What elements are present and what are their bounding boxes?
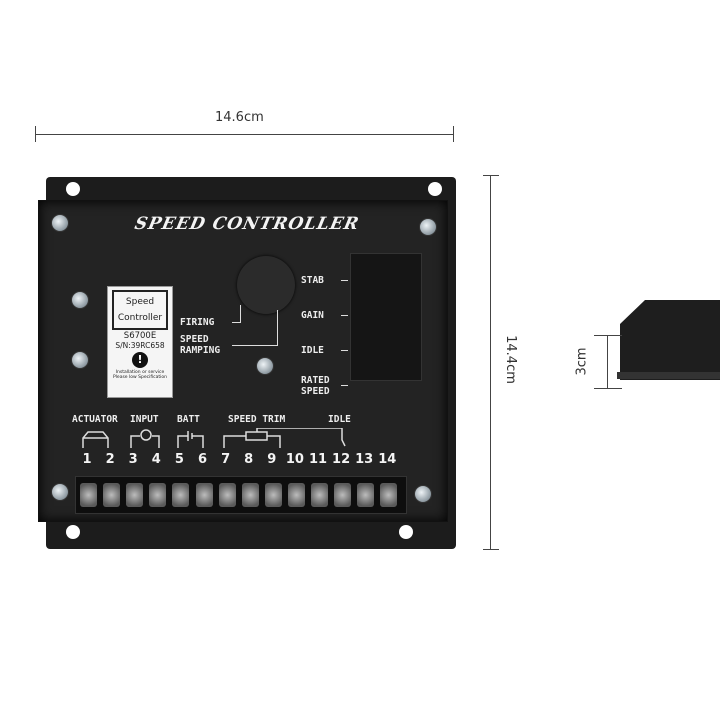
width-label: 14.6cm	[215, 110, 264, 125]
connector-line	[240, 305, 241, 323]
connector-line	[232, 322, 241, 323]
mount-hole	[66, 525, 80, 539]
model-number: S6700E	[123, 331, 157, 341]
firing-label: FIRING	[180, 317, 215, 328]
device-title: SPEED CONTROLLER	[132, 214, 362, 234]
pot-label-idle: IDLE	[301, 345, 324, 356]
terminal-screw	[103, 483, 121, 507]
potentiometer-cover	[350, 253, 422, 381]
speed-ramping-label: RAMPING	[180, 345, 221, 356]
dim-tick	[483, 549, 499, 550]
terminal-screw	[80, 483, 97, 507]
connector-line	[277, 310, 278, 346]
batt-label: BATT	[177, 414, 200, 425]
sticker-note: Installation or service	[115, 370, 165, 375]
speed-trim-label: SPEED TRIM	[228, 414, 286, 425]
terminal-screw	[357, 483, 375, 507]
connector-line	[232, 345, 278, 346]
terminal-number: 10	[285, 452, 304, 467]
terminal-screw	[195, 483, 213, 507]
screw	[51, 214, 69, 232]
terminal-block	[75, 476, 407, 514]
dim-tick	[594, 388, 622, 389]
side-view-base	[617, 372, 720, 379]
actuator-label: ACTUATOR	[72, 414, 118, 425]
mount-hole	[428, 182, 442, 196]
input-label: INPUT	[130, 414, 159, 425]
dim-tick	[35, 126, 36, 142]
wiring-symbols	[82, 428, 346, 448]
dim-tick	[594, 335, 622, 336]
terminal-number: 13	[355, 452, 374, 467]
screw	[71, 291, 89, 309]
terminal-number: 1	[82, 452, 92, 467]
side-view-device	[620, 300, 720, 380]
terminal-screw	[218, 483, 236, 507]
screw	[256, 357, 274, 375]
height-label: 14.4cm	[502, 335, 518, 384]
width-dimension-line	[35, 134, 454, 135]
screw	[71, 351, 89, 369]
terminal-number: 8	[244, 452, 254, 467]
terminal-number: 6	[197, 452, 208, 467]
mount-hole	[66, 182, 80, 196]
terminal-screw	[264, 483, 282, 507]
terminal-screw	[149, 483, 167, 507]
serial-number: S/N:39RC658	[115, 341, 165, 350]
idle-label: IDLE	[328, 414, 351, 425]
depth-dimension-line	[607, 336, 608, 388]
dim-tick	[453, 126, 454, 142]
sticker-line1: Speed	[125, 297, 155, 307]
terminal-number: 4	[151, 452, 161, 467]
terminal-screw	[311, 483, 328, 507]
terminal-screw	[287, 483, 305, 507]
pot-label-rated-speed: RATED SPEED	[301, 375, 330, 397]
terminal-number: 7	[221, 452, 231, 467]
terminal-number: 2	[105, 452, 115, 467]
screw	[51, 483, 69, 501]
terminal-number: 3	[128, 452, 138, 467]
tick	[341, 350, 348, 351]
pot-label-stab: STAB	[301, 275, 324, 286]
sticker-note: Please low Specification	[112, 375, 168, 380]
tick	[341, 385, 348, 386]
exclamation-icon: !	[132, 352, 148, 368]
pot-label-gain: GAIN	[301, 310, 324, 321]
screw	[419, 218, 437, 236]
depth-label: 3cm	[574, 347, 590, 376]
terminal-screw	[334, 483, 352, 507]
speed-ramping-label: SPEED	[180, 334, 209, 345]
tick	[341, 315, 348, 316]
screw	[414, 485, 432, 503]
terminal-screw	[380, 483, 398, 507]
terminal-number: 12	[332, 452, 351, 467]
height-dimension-line	[490, 175, 491, 550]
terminal-number: 9	[267, 452, 277, 467]
tick	[341, 280, 348, 281]
terminal-number: 11	[308, 452, 328, 467]
mount-hole	[399, 525, 413, 539]
dim-tick	[483, 175, 499, 176]
adjustment-cover	[237, 256, 295, 314]
terminal-screw	[241, 483, 259, 507]
terminal-screw	[172, 483, 190, 507]
terminal-number: 14	[378, 452, 397, 467]
terminal-number: 5	[174, 452, 184, 467]
sticker-line2: Controller	[117, 313, 163, 323]
terminal-screw	[126, 483, 144, 507]
